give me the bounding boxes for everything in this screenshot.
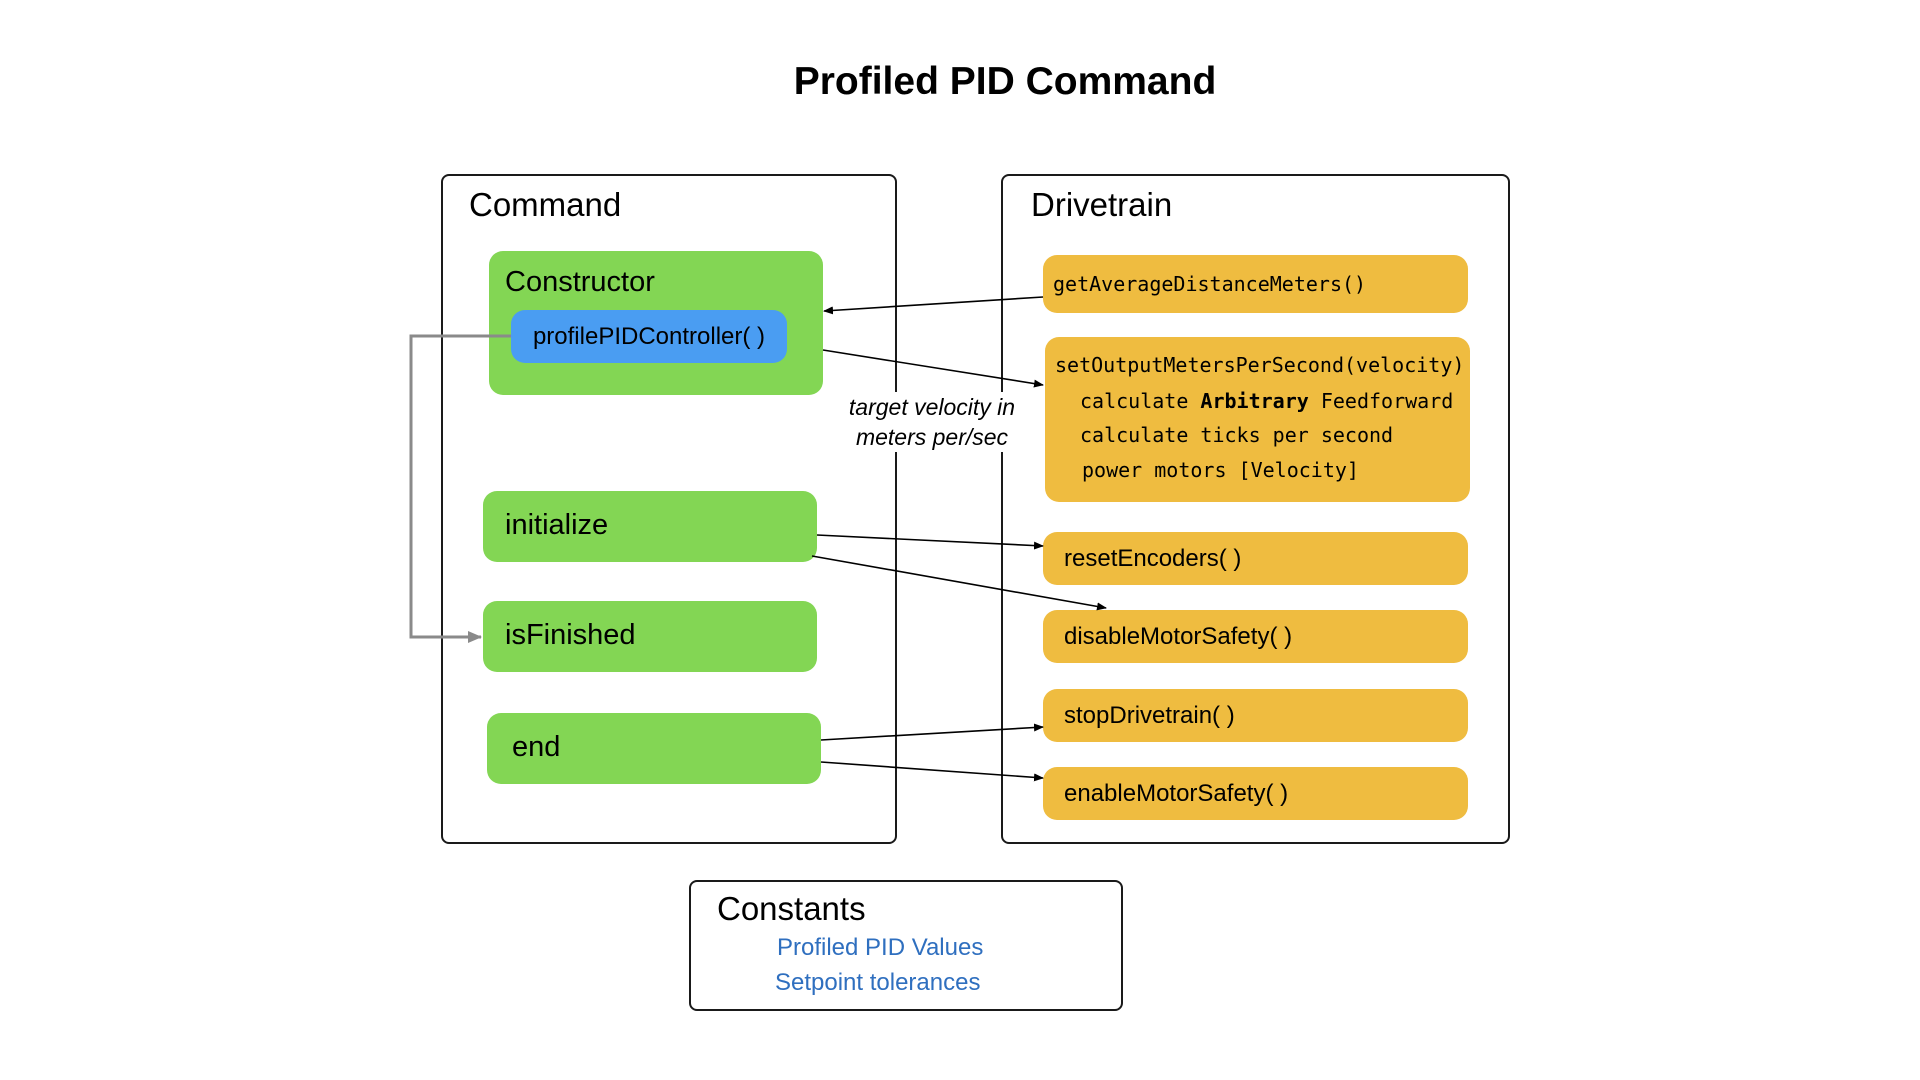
profile-pid-controller-box[interactable]: profilePIDController( )	[511, 310, 787, 363]
set-output-line1: setOutputMetersPerSecond(velocity)	[1055, 353, 1465, 377]
set-output-line3: calculate ticks per second	[1080, 423, 1394, 447]
initialize-box[interactable]: initialize	[483, 491, 817, 562]
constants-item: Setpoint tolerances	[775, 969, 981, 996]
disable-motor-safety-label: disableMotorSafety( )	[1064, 622, 1293, 650]
stop-drivetrain-label: stopDrivetrain( )	[1064, 701, 1235, 729]
constants-panel: Constants Profiled PID Values Setpoint t…	[689, 880, 1123, 1011]
drivetrain-panel-title: Drivetrain	[1031, 186, 1173, 223]
end-box[interactable]: end	[487, 713, 821, 784]
disable-motor-safety-box[interactable]: disableMotorSafety( )	[1043, 610, 1468, 663]
velocity-annotation-line2: meters per/sec	[855, 424, 1009, 450]
set-output-line2: calculate Arbitrary Feedforward	[1080, 389, 1453, 413]
stop-drivetrain-box[interactable]: stopDrivetrain( )	[1043, 689, 1468, 742]
reset-encoders-box[interactable]: resetEncoders( )	[1043, 532, 1468, 585]
isfinished-label: isFinished	[505, 619, 636, 651]
velocity-annotation-line1: target velocity in	[848, 394, 1016, 420]
constructor-label: Constructor	[505, 266, 655, 298]
enable-motor-safety-label: enableMotorSafety( )	[1064, 779, 1289, 807]
set-output-line4: power motors [Velocity]	[1082, 458, 1359, 482]
velocity-annotation: target velocity in meters per/sec	[836, 392, 1028, 452]
set-output-line2-post: Feedforward	[1308, 389, 1454, 413]
set-output-line2-bold: Arbitrary	[1200, 389, 1309, 413]
command-panel-title: Command	[469, 186, 622, 223]
end-label: end	[512, 731, 561, 763]
constants-item: Profiled PID Values	[777, 934, 984, 961]
get-average-distance-box[interactable]: getAverageDistanceMeters()	[1043, 255, 1468, 313]
set-output-box[interactable]: setOutputMetersPerSecond(velocity) calcu…	[1045, 337, 1470, 502]
reset-encoders-label: resetEncoders( )	[1064, 544, 1242, 572]
isfinished-box[interactable]: isFinished	[483, 601, 817, 672]
initialize-label: initialize	[505, 509, 609, 541]
get-average-distance-label: getAverageDistanceMeters()	[1053, 272, 1367, 296]
set-output-line2-pre: calculate	[1080, 389, 1201, 413]
constants-panel-title: Constants	[717, 890, 866, 927]
page-title: Profiled PID Command	[793, 60, 1217, 103]
profile-pid-controller-label: profilePIDController( )	[532, 322, 766, 350]
enable-motor-safety-box[interactable]: enableMotorSafety( )	[1043, 767, 1468, 820]
